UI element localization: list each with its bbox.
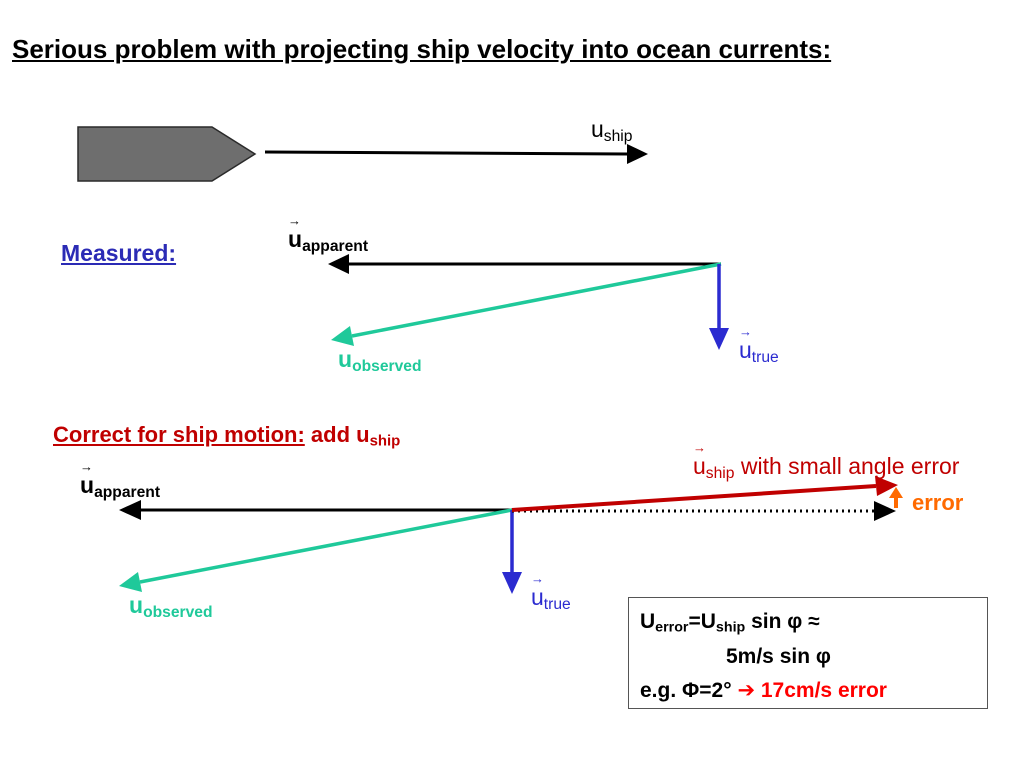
formula-line-2: 5m/s sin φ — [726, 645, 831, 668]
measured-true-arrowhead — [709, 328, 729, 350]
label-u-true-measured: →utrue — [739, 324, 779, 366]
corrected-true-arrowhead — [502, 572, 522, 594]
slide-title: Serious problem with projecting ship vel… — [12, 34, 832, 64]
vector-arrow-icon: → — [531, 571, 544, 586]
formula-line-3: e.g. Φ=2° ➔ 17cm/s error — [640, 679, 887, 702]
ship-with-error-arrowhead — [875, 476, 898, 496]
vector-arrow-icon: → — [80, 459, 93, 474]
label-u-ship-top: uship — [591, 116, 633, 145]
correct-heading: Correct for ship motion: add uship — [53, 422, 401, 450]
label-u-observed-corrected: uobserved — [129, 592, 213, 621]
vector-arrow-icon: → — [739, 324, 752, 339]
ship-shape — [77, 126, 257, 182]
ship-velocity-arrowhead — [627, 144, 648, 164]
label-u-observed-measured: uobserved — [338, 346, 422, 375]
label-u-apparent-corrected: →uapparent — [80, 459, 161, 501]
measured-observed-arrow — [351, 262, 722, 338]
vector-arrow-icon: → — [288, 213, 301, 228]
label-u-ship-small-angle-error: →uship with small angle error — [693, 440, 960, 482]
ship-velocity-arrow — [264, 150, 629, 156]
error-arrowhead — [889, 487, 903, 498]
vector-arrow-icon: → — [693, 440, 706, 455]
formula-box: Uerror=Uship sin φ ≈ 5m/s sin φ e.g. Φ=2… — [628, 597, 988, 709]
corrected-observed-arrowhead — [119, 572, 142, 592]
measured-heading: Measured: — [61, 240, 177, 266]
ship-with-error-arrow — [511, 484, 877, 512]
corrected-apparent-arrowhead — [119, 500, 141, 520]
label-error: error — [912, 490, 964, 515]
ideal-ship-arrowhead — [874, 501, 896, 521]
label-u-true-corrected: →utrue — [531, 571, 571, 613]
corrected-observed-arrow — [139, 508, 513, 584]
correct-heading-prefix: Correct for ship motion: — [53, 422, 305, 447]
measured-apparent-arrowhead — [328, 254, 349, 274]
right-arrow-icon: ➔ — [737, 679, 756, 702]
label-u-apparent-measured: →uapparent — [288, 213, 369, 255]
formula-line-1: Uerror=Uship sin φ ≈ — [640, 610, 820, 636]
correct-heading-add: add u — [304, 422, 370, 447]
measured-observed-arrowhead — [331, 326, 354, 346]
